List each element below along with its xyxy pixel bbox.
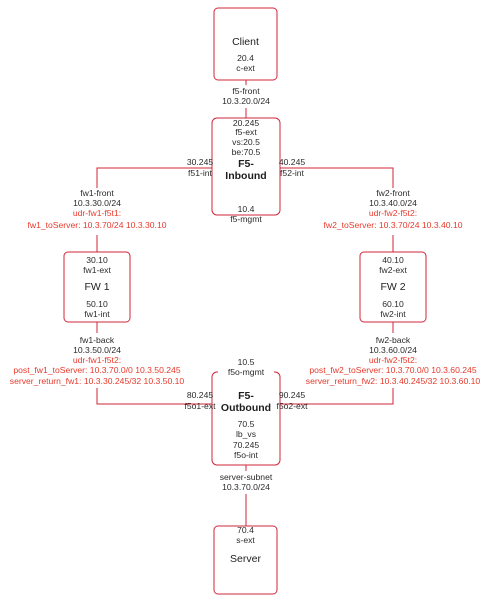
fw1-box [63,251,131,323]
f5-front-name: f5-front [232,86,260,96]
server-iface: s-ext [236,535,255,545]
fw2-front-subnet: fw2-front 10.3.40.0/24 udr-fw2-f5t2: fw2… [323,188,462,230]
link-fw1-f5-outbound [96,388,212,405]
fw1-ext-iface: fw1-ext [83,265,111,275]
fw2-back-name: fw2-back [376,335,411,345]
f5-inbound-int1-ip: 30.245 [187,157,214,167]
fw1-back-route-1: post_fw1_toServer: 10.3.70.0/0 10.3.50.2… [13,365,180,375]
fw1-back-route-2: server_return_fw1: 10.3.30.245/32 10.3.5… [10,376,185,386]
server-subnet-name: server-subnet [220,472,273,482]
fw2-name: FW 2 [380,281,405,293]
f5-outbound-mgmt-ip: 10.5 [238,357,255,367]
connector-lines [96,80,394,526]
f5-inbound-be: be:70.5 [232,147,261,157]
server-subnet-label-bg [208,471,284,494]
f5-outbound-ext2-iface: f5o2-ext [276,401,308,411]
server-subnet: server-subnet 10.3.70.0/24 [208,471,284,494]
fw2-node: 40.10 fw2-ext FW 2 60.10 fw2-int [359,251,427,323]
fw2-box [359,251,427,323]
f5-inbound-title-1: F5- [238,158,254,170]
fw2-ext-ip: 40.10 [382,255,404,265]
server-node: 70.4 s-ext Server [213,525,278,595]
link-fw2-f5-outbound [280,388,394,405]
server-box [213,525,278,595]
fw2-front-cidr: 10.3.40.0/24 [369,198,417,208]
fw1-int-iface: fw1-int [84,309,110,319]
f5-inbound-int1-iface: f51-int [188,168,212,178]
f5-outbound-int-ip: 70.245 [233,440,260,450]
fw2-front-udr: udr-fw2-f5t2: [369,208,417,218]
fw1-ext-ip: 30.10 [86,255,108,265]
f5-outbound-vs-name: lb_vs [236,429,256,439]
fw1-front-udr: udr-fw1-f5t1: [73,208,121,218]
f5-outbound-mgmt-label-bg [218,369,274,377]
f5-front-label-bg [212,85,280,108]
f5-inbound-vs: vs:20.5 [232,137,260,147]
fw1-front-cidr: 10.3.30.0/24 [73,198,121,208]
fw1-back-cidr: 10.3.50.0/24 [73,345,121,355]
client-iface: c-ext [236,63,255,73]
link-f5-inbound-fw1 [96,167,212,188]
fw2-back-route-1: post_fw2_toServer: 10.3.70.0/0 10.3.60.2… [309,365,476,375]
f5-inbound-ext-ip: 20.245 [233,118,260,128]
fw2-int-iface: fw2-int [380,309,406,319]
fw1-name: FW 1 [84,281,109,293]
fw1-front-route: fw1_toServer: 10.3.70/24 10.3.30.10 [27,220,166,230]
f5-outbound-title-2: Outbound [221,402,271,414]
fw1-back-subnet: fw1-back 10.3.50.0/24 udr-fw1-f5t2: post… [10,335,185,386]
f5-outbound-title-1: F5- [238,390,254,402]
f5-inbound-int2-iface: f52-int [280,168,304,178]
f5-inbound-node: 20.245 f5-ext vs:20.5 be:70.5 F5- Inboun… [187,117,306,224]
server-subnet-cidr: 10.3.70.0/24 [222,482,270,492]
f5-inbound-box [211,117,281,216]
fw2-int-ip: 60.10 [382,299,404,309]
fw2-back-cidr: 10.3.60.0/24 [369,345,417,355]
f5-outbound-int-iface: f5o-int [234,450,258,460]
f5-outbound-ext1-iface: f5o1-ext [184,401,216,411]
fw2-back-udr: udr-fw2-f5t2: [369,355,417,365]
fw1-node: 30.10 fw1-ext FW 1 50.10 fw1-int [63,251,131,323]
fw1-front-subnet: fw1-front 10.3.30.0/24 udr-fw1-f5t1: fw1… [27,188,166,230]
f5-inbound-int2-ip: 40.245 [279,157,306,167]
link-f5-inbound-fw2 [280,167,394,188]
client-node: Client 20.4 c-ext [213,7,278,81]
client-box [213,7,278,81]
f5-outbound-mgmt-iface-overlay: f5o-mgmt [228,367,265,377]
client-name: Client [232,36,259,48]
client-ip: 20.4 [237,53,254,63]
fw1-back-name: fw1-back [80,335,115,345]
f5-inbound-mgmt-ip: 10.4 [238,204,255,214]
f5-outbound-ext1-ip: 80.245 [187,390,214,400]
fw1-int-ip: 50.10 [86,299,108,309]
f5-inbound-ext-iface: f5-ext [235,127,257,137]
f5-front-cidr: 10.3.20.0/24 [222,96,270,106]
fw2-front-name: fw2-front [376,188,410,198]
fw1-back-udr: udr-fw1-f5t2: [73,355,121,365]
fw2-back-route-2: server_return_fw2: 10.3.40.245/32 10.3.6… [306,376,481,386]
f5-inbound-mgmt-iface: f5-mgmt [230,214,262,224]
f5-front-subnet: f5-front 10.3.20.0/24 [212,85,280,108]
fw1-front-name: fw1-front [80,188,114,198]
f5-outbound-node: 10.5 f5o-mgmt f5o-mgmt F5- Outbound 70.5… [184,357,308,466]
f5-outbound-vs-ip: 70.5 [238,419,255,429]
fw2-front-route: fw2_toServer: 10.3.70/24 10.3.40.10 [323,220,462,230]
fw2-ext-iface: fw2-ext [379,265,407,275]
f5-inbound-title-2: Inbound [225,170,266,182]
server-ip: 70.4 [237,525,254,535]
fw2-back-subnet: fw2-back 10.3.60.0/24 udr-fw2-f5t2: post… [306,335,481,386]
f5-outbound-ext2-ip: 90.245 [279,390,306,400]
server-name: Server [230,553,261,565]
